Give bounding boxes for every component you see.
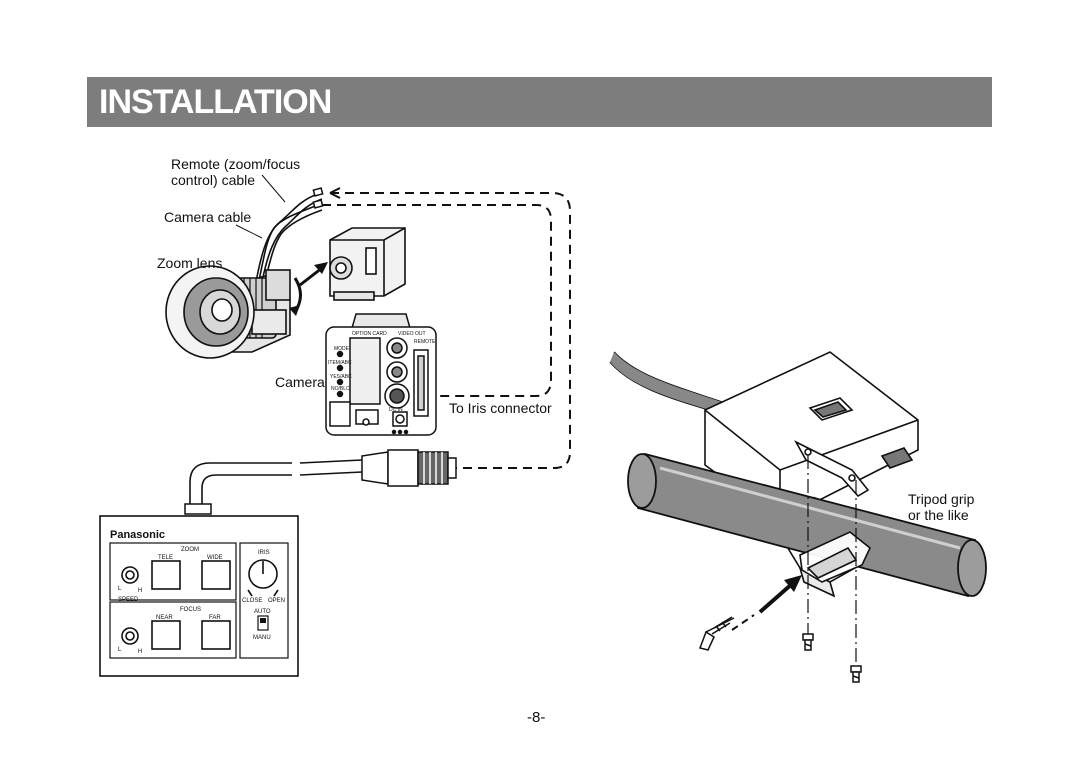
controller-label-far: FAR <box>209 615 221 621</box>
rear-label-remote: REMOTE <box>414 339 436 345</box>
rear-label-mode: MODE <box>334 346 350 352</box>
camera-rear-panel <box>325 313 437 436</box>
rear-label-item-abc: ITEM/ABC <box>328 360 352 366</box>
controller-label-iris: IRIS <box>258 550 270 556</box>
cable-plug <box>361 449 457 487</box>
controller-cable <box>189 459 363 508</box>
controller-label-wide: WIDE <box>207 555 223 561</box>
remote-cable-label-line1: Remote (zoom/focus <box>171 156 301 172</box>
camera-cable-label: Camera cable <box>164 209 252 225</box>
dashed-cable-routes <box>322 192 571 469</box>
rear-label-no-blc: NO/BLC <box>331 386 350 392</box>
camera-body-illustration <box>329 227 406 301</box>
lens-cables <box>255 193 323 286</box>
remote-cable-label-line2: control) cable <box>171 172 256 188</box>
tripod-grip-pipe <box>627 452 987 598</box>
controller-label-auto: AUTO <box>254 609 271 615</box>
rear-label-video-out: VIDEO OUT <box>398 331 426 337</box>
iris-connector-label: To Iris connector <box>449 400 552 416</box>
controller-label-speed: SPEED <box>118 597 139 603</box>
wing-screw <box>699 616 735 651</box>
rear-label-dc-in: DC IN <box>389 407 403 413</box>
controller-label-zoom: ZOOM <box>181 547 199 553</box>
rear-label-option-card: OPTION CARD <box>352 331 387 337</box>
mounted-camera-box <box>704 351 919 521</box>
controller-label-focus: FOCUS <box>180 607 201 613</box>
section-header-banner: INSTALLATION <box>87 77 992 127</box>
tripod-grip-label-line2: or the like <box>908 507 969 523</box>
controller-label-tele: TELE <box>158 555 173 561</box>
mounting-screws <box>802 633 862 683</box>
remote-controller <box>99 515 299 677</box>
iris-cable-route <box>322 204 552 397</box>
section-title: INSTALLATION <box>99 83 332 121</box>
zoom-lens-illustration <box>165 265 291 359</box>
camera-label: Camera <box>275 374 325 390</box>
remote-cable-route <box>330 192 571 469</box>
controller-knob-l-top: L <box>118 586 122 592</box>
page-number: -8- <box>527 709 546 726</box>
controller-label-close: CLOSE <box>242 598 262 604</box>
zoom-lens-label: Zoom lens <box>157 255 223 271</box>
controller-knob-h-top: H <box>138 588 142 594</box>
tripod-grip-label-line1: Tripod grip <box>908 491 975 507</box>
controller-label-manu: MANU <box>253 635 271 641</box>
controller-knob-l-bottom: L <box>118 647 122 653</box>
controller-knob-h-bottom: H <box>138 649 142 655</box>
controller-brand: Panasonic <box>110 529 165 541</box>
controller-label-open: OPEN <box>268 598 285 604</box>
controller-label-near: NEAR <box>156 615 173 621</box>
rear-label-yes-abc: YES/ABC <box>330 374 352 380</box>
